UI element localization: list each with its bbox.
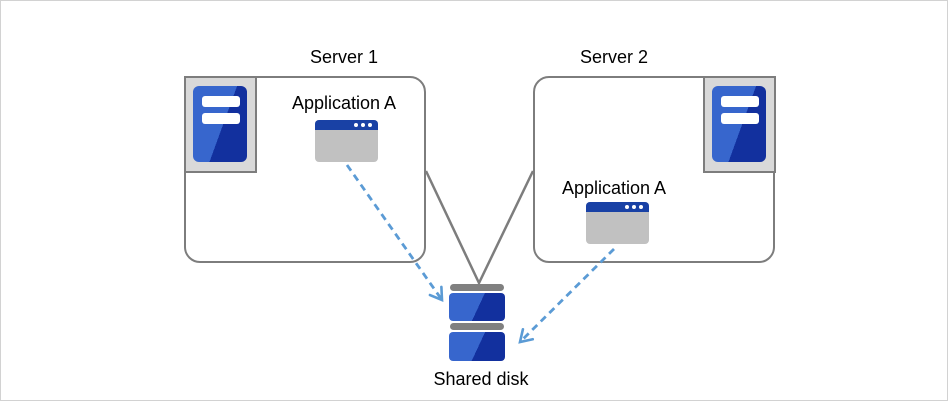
- tower-slot-bar: [721, 113, 759, 124]
- window-titlebar: [315, 120, 378, 130]
- server1-label: Server 1: [309, 47, 379, 67]
- application-window-icon: [315, 120, 378, 162]
- window-dots-icon: [354, 123, 372, 127]
- server1-app-label: Application A: [291, 93, 397, 113]
- tower-slot-bar: [202, 113, 240, 124]
- server2-label: Server 2: [579, 47, 649, 67]
- server1-tower-icon: [184, 76, 257, 173]
- window-dots-icon: [625, 205, 643, 209]
- application-window-icon: [586, 202, 649, 244]
- shared-disk-icon: [449, 284, 505, 361]
- server2-app-label: Application A: [561, 178, 667, 198]
- disk-cap: [450, 323, 504, 330]
- disk-cap: [450, 284, 504, 291]
- server2-tower-icon: [703, 76, 776, 173]
- server-tower-body: [193, 86, 247, 162]
- disk-platter: [449, 332, 505, 361]
- shared-disk-label: Shared disk: [433, 369, 529, 389]
- tower-slot-bar: [202, 96, 240, 107]
- server-to-disk-connector: [424, 170, 535, 286]
- disk-platter: [449, 293, 505, 321]
- tower-slot-bar: [721, 96, 759, 107]
- window-titlebar: [586, 202, 649, 212]
- server-tower-body: [712, 86, 766, 162]
